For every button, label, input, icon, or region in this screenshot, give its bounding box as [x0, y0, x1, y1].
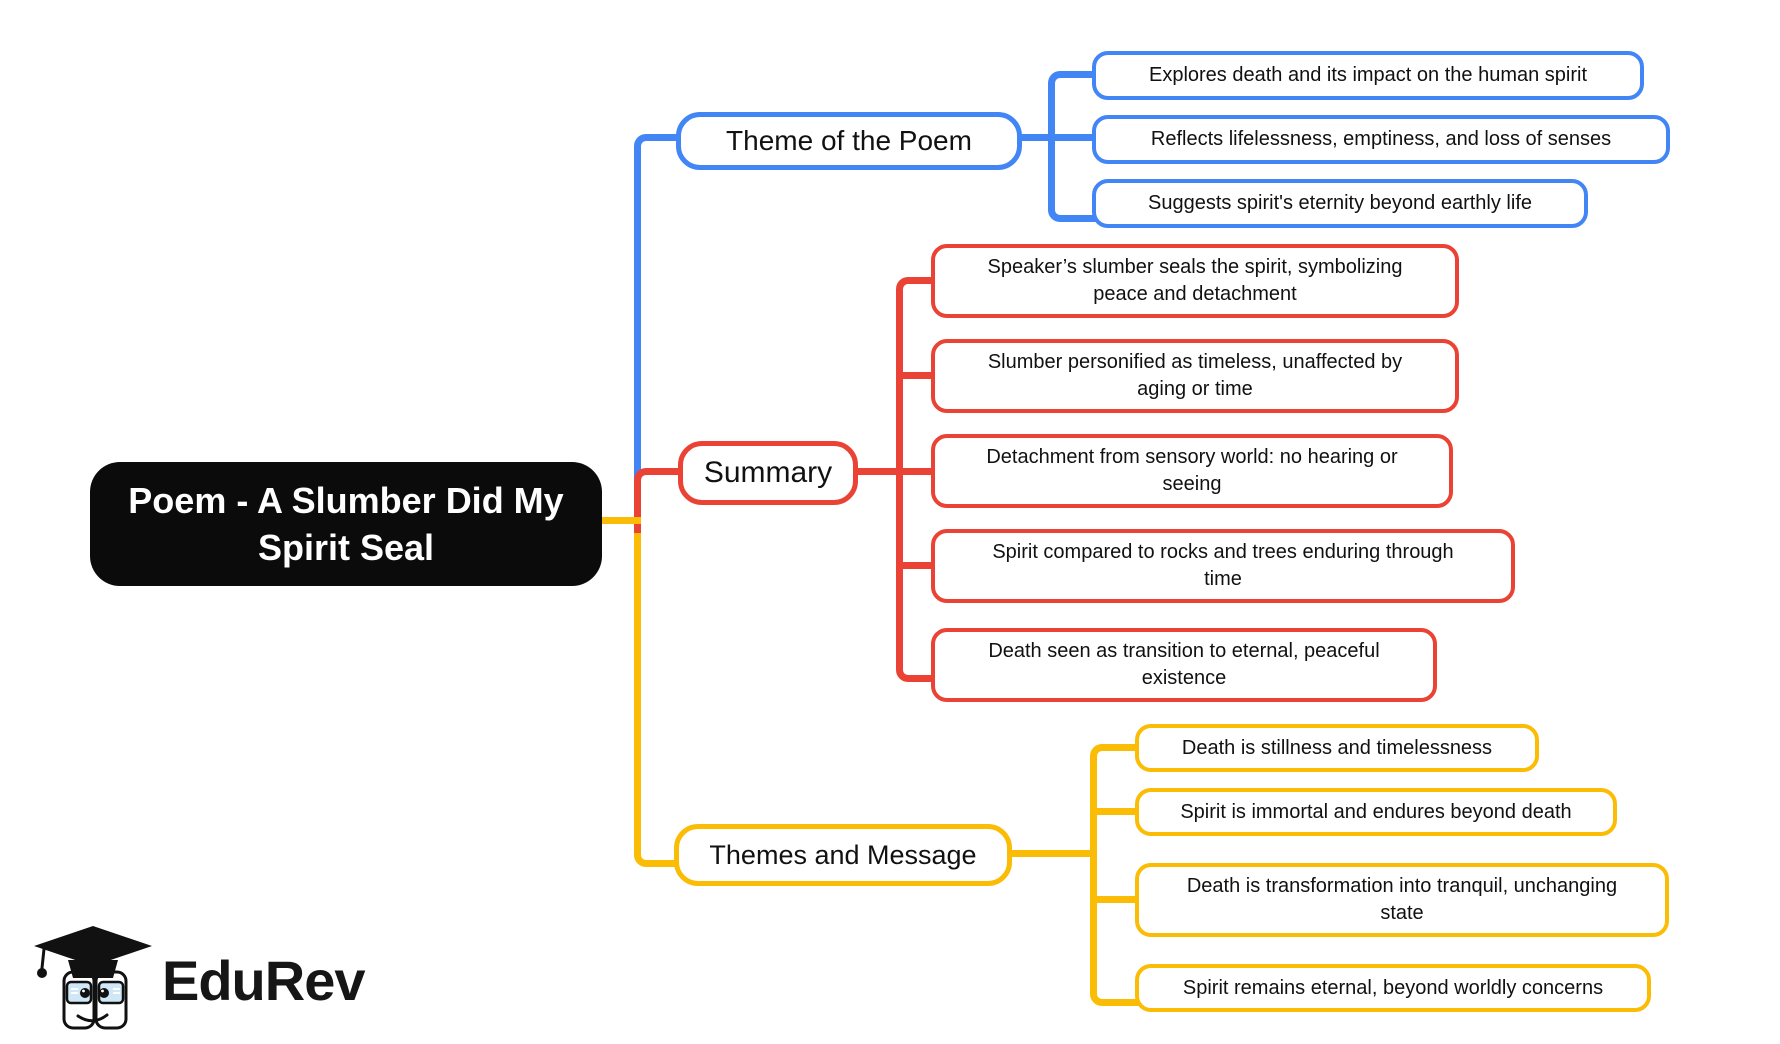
connector-red-rail — [896, 277, 942, 682]
connector-red-stub-2 — [896, 372, 935, 379]
leaf-summary-4: Spirit compared to rocks and trees endur… — [931, 529, 1515, 603]
connector-blue-mid — [1018, 134, 1094, 141]
connector-red-stub-4 — [896, 562, 935, 569]
leaf-theme-3: Suggests spirit's eternity beyond earthl… — [1092, 179, 1588, 228]
connector-root-stub — [596, 517, 641, 524]
edurev-mascot-icon — [34, 926, 152, 1030]
connector-yellow-stub-3 — [1090, 896, 1137, 903]
connector-trunk-yellow — [634, 517, 687, 867]
leaf-message-4: Spirit remains eternal, beyond worldly c… — [1135, 964, 1651, 1012]
leaf-summary-2: Slumber personified as timeless, unaffec… — [931, 339, 1459, 413]
branch-label-theme: Theme of the Poem — [676, 112, 1022, 170]
connector-red-mid — [854, 468, 935, 475]
leaf-message-2: Spirit is immortal and endures beyond de… — [1135, 788, 1617, 836]
connector-trunk-blue — [634, 134, 689, 485]
leaf-message-3: Death is transformation into tranquil, u… — [1135, 863, 1669, 937]
branch-label-themes-message: Themes and Message — [674, 824, 1012, 886]
leaf-summary-5: Death seen as transition to eternal, pea… — [931, 628, 1437, 702]
leaf-theme-1: Explores death and its impact on the hum… — [1092, 51, 1644, 100]
leaf-summary-1: Speaker’s slumber seals the spirit, symb… — [931, 244, 1459, 318]
edurev-logo-text: EduRev — [162, 949, 365, 1012]
connector-yellow-label — [1008, 850, 1097, 857]
connector-yellow-stub-2 — [1090, 808, 1137, 815]
branch-label-summary: Summary — [678, 441, 858, 505]
connector-blue-rail — [1048, 71, 1101, 222]
root-node: Poem - A Slumber Did My Spirit Seal — [90, 462, 602, 586]
leaf-summary-3: Detachment from sensory world: no hearin… — [931, 434, 1453, 508]
leaf-theme-2: Reflects lifelessness, emptiness, and lo… — [1092, 115, 1670, 164]
connector-trunk-red — [634, 468, 693, 533]
leaf-message-1: Death is stillness and timelessness — [1135, 724, 1539, 772]
connector-yellow-rail — [1090, 744, 1144, 1006]
